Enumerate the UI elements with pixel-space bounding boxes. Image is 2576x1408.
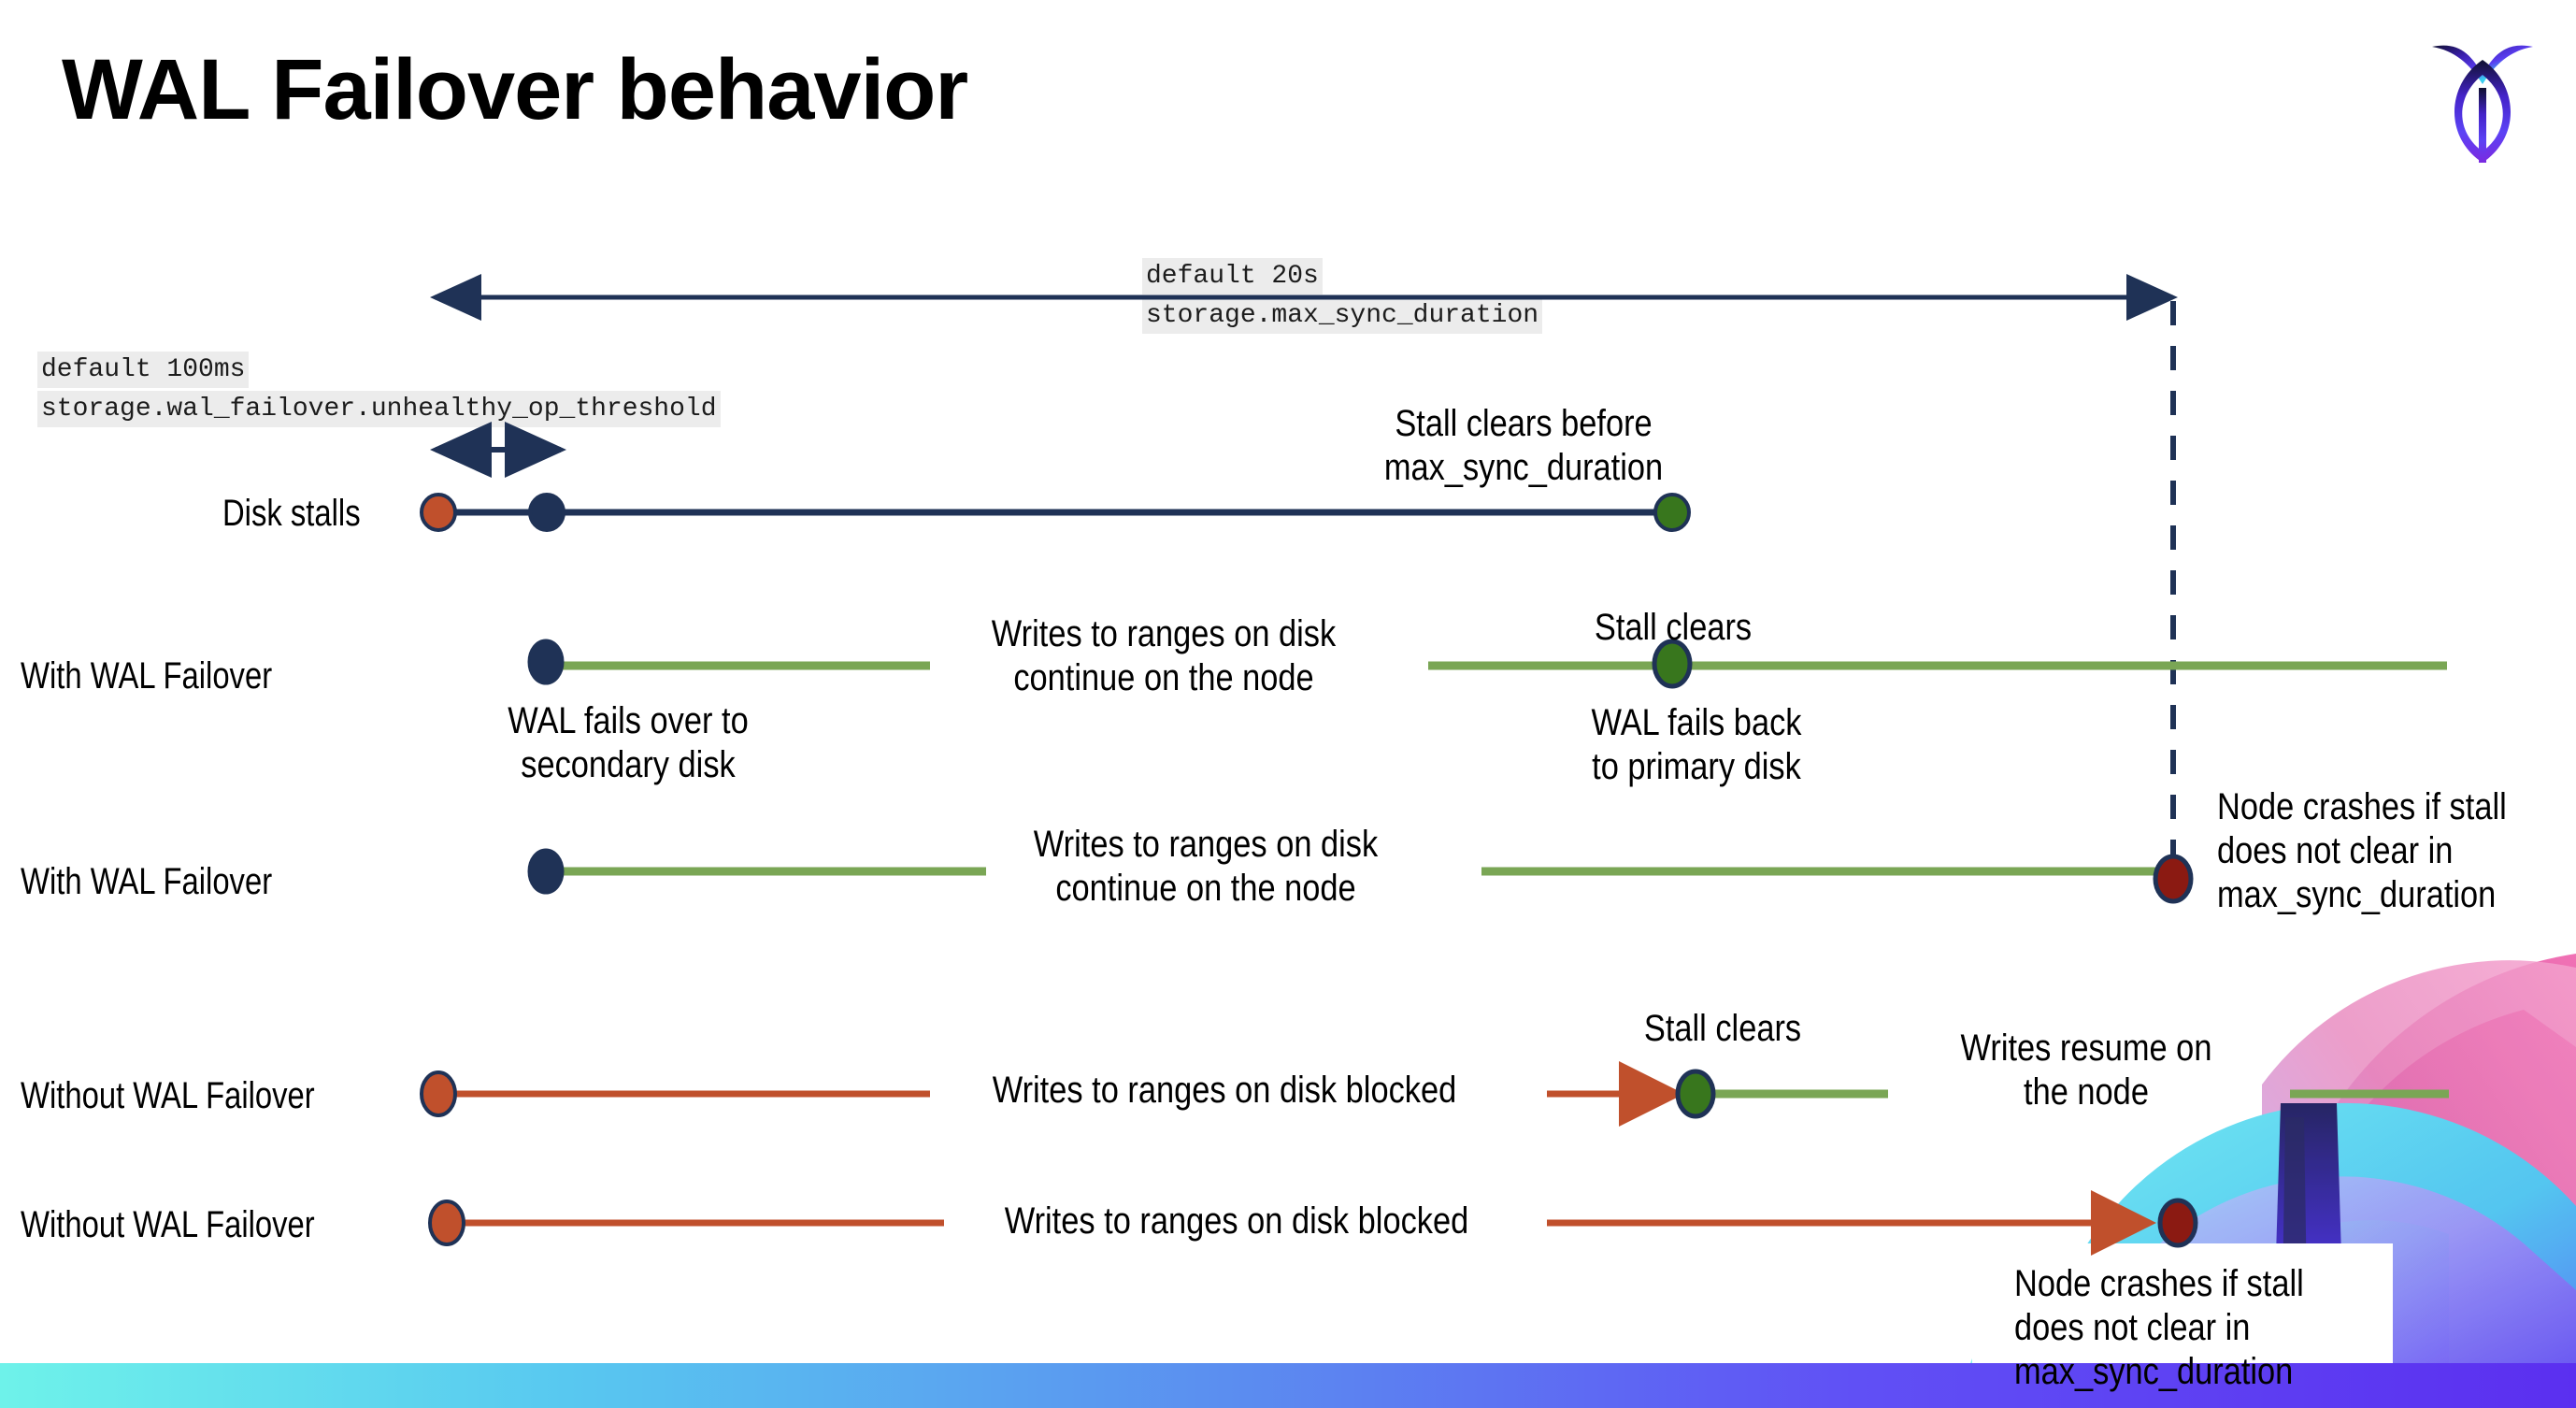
row-label-without-wal-failover-1: Without WAL Failover	[21, 1075, 315, 1116]
row-without-wal-2-track	[428, 1190, 2198, 1256]
footer-accent-bar	[0, 1363, 2576, 1408]
disk-stall-clears-dot	[1653, 493, 1691, 532]
disk-stall-start-dot	[420, 493, 457, 532]
wal-failover-start-dot	[527, 639, 565, 685]
cockroachdb-logo-icon	[2417, 26, 2548, 166]
row-label-disk-stalls: Disk stalls	[222, 493, 361, 534]
annotation-writes-blocked-1: Writes to ranges on disk blocked	[992, 1070, 1457, 1111]
annotation-writes-blocked-2: Writes to ranges on disk blocked	[1004, 1200, 1469, 1242]
unhealthy-op-threshold-setting-label: storage.wal_failover.unhealthy_op_thresh…	[37, 391, 721, 427]
node-crash-dot-1	[2153, 854, 2194, 904]
annotation-node-crashes-2: Node crashes if stall does not clear in …	[2014, 1263, 2304, 1393]
no-wal-stall-clears-dot	[1675, 1069, 1716, 1119]
row-label-with-wal-failover-2: With WAL Failover	[21, 861, 273, 902]
row-without-wal-1-track	[420, 1061, 2449, 1127]
row-with-wal-2-track	[527, 848, 2194, 904]
no-wal-stall-start-dot	[420, 1070, 457, 1117]
page-title: WAL Failover behavior	[62, 42, 968, 137]
wal-failover-start-dot-2	[527, 848, 565, 895]
disk-stall-failover-dot	[528, 493, 565, 532]
no-wal-stall-start-dot-2	[428, 1200, 465, 1246]
annotation-stall-clears-1: Stall clears	[1594, 607, 1753, 648]
annotation-wal-fails-over: WAL fails over to secondary disk	[508, 700, 749, 786]
row-label-without-wal-failover-2: Without WAL Failover	[21, 1204, 315, 1245]
annotation-writes-resume: Writes resume on the node	[1960, 1027, 2212, 1113]
annotation-stall-clears-2: Stall clears	[1643, 1008, 1802, 1049]
row-disk-stalls-track	[420, 493, 1691, 532]
annotation-wal-fails-back: WAL fails back to primary disk	[1591, 702, 1802, 788]
unhealthy-op-threshold-default-label: default 100ms	[37, 352, 250, 388]
annotation-writes-continue-1: Writes to ranges on disk continue on the…	[991, 613, 1337, 699]
node-crash-dot-2	[2157, 1198, 2198, 1248]
row-with-wal-1-track	[527, 639, 2447, 689]
row-label-with-wal-failover-1: With WAL Failover	[21, 655, 273, 697]
wal-stall-clears-dot	[1652, 639, 1693, 689]
annotation-node-crashes-1: Node crashes if stall does not clear in …	[2217, 786, 2507, 916]
annotation-writes-continue-2: Writes to ranges on disk continue on the…	[1033, 824, 1379, 910]
annotation-stall-clears-before: Stall clears before max_sync_duration	[1383, 403, 1664, 489]
